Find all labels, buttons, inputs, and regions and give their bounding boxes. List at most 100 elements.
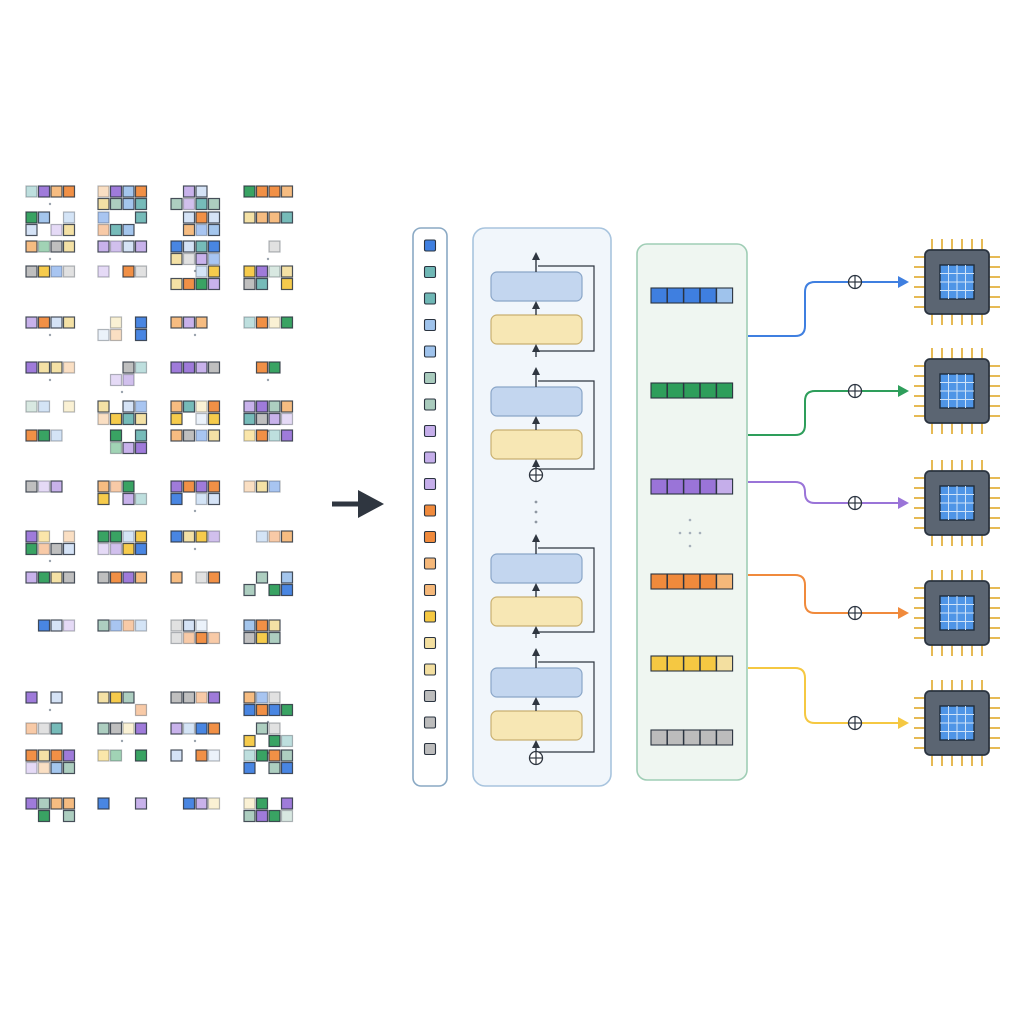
grid-cell bbox=[97, 749, 110, 762]
grid-cell bbox=[37, 211, 51, 224]
output-head bbox=[748, 570, 1000, 656]
grid-cell bbox=[122, 571, 135, 584]
grid-cell bbox=[195, 185, 208, 198]
grid-cell bbox=[25, 240, 38, 253]
output-head bbox=[748, 667, 1000, 766]
embedding-row bbox=[650, 655, 734, 672]
grid-cell bbox=[243, 619, 256, 632]
grid-cell bbox=[97, 265, 110, 278]
grid-cell bbox=[50, 749, 63, 762]
embedding-cell bbox=[699, 478, 717, 495]
grid-cell bbox=[134, 492, 148, 506]
grid-cell bbox=[37, 619, 51, 632]
grid-cell bbox=[170, 412, 183, 426]
grid-cell bbox=[37, 429, 51, 442]
embedding-cell bbox=[666, 729, 684, 746]
grid-cell bbox=[122, 223, 135, 237]
grid-cell bbox=[268, 429, 281, 442]
grid-cell bbox=[25, 361, 38, 374]
grid-cell bbox=[109, 429, 123, 442]
chip-icon bbox=[914, 680, 1000, 766]
ellipsis-dot bbox=[534, 500, 538, 504]
grid-cell bbox=[207, 631, 221, 645]
output-head bbox=[748, 239, 1000, 337]
grid-cell bbox=[207, 211, 221, 224]
grid-cell bbox=[50, 571, 63, 584]
grid-cell bbox=[207, 265, 221, 278]
grid-cell bbox=[109, 197, 123, 211]
grid-cell bbox=[25, 223, 38, 237]
grid-cell bbox=[182, 277, 196, 291]
chip-icon bbox=[914, 570, 1000, 656]
embedding-cell bbox=[699, 573, 717, 590]
grid-cell bbox=[50, 619, 63, 632]
grid-cell bbox=[170, 530, 183, 543]
token-embedding-column bbox=[412, 227, 448, 787]
grid-cell bbox=[50, 265, 63, 278]
grid-cell bbox=[25, 722, 38, 735]
grid-cell bbox=[207, 277, 221, 291]
grid-cell bbox=[134, 412, 148, 426]
grid-cell bbox=[182, 252, 196, 266]
grid-cell bbox=[37, 571, 51, 584]
grid-cell bbox=[37, 240, 51, 253]
grid-cell bbox=[280, 749, 294, 762]
grid-cell bbox=[280, 400, 294, 413]
grid-cell bbox=[62, 223, 76, 237]
head-connector bbox=[748, 574, 902, 614]
grid-cell bbox=[182, 361, 196, 374]
grid-cell bbox=[207, 480, 221, 493]
grid-cell bbox=[62, 400, 76, 413]
embedding-cell bbox=[683, 287, 701, 304]
grid-cell bbox=[134, 797, 148, 810]
grid-cell bbox=[195, 197, 208, 211]
grid-cell bbox=[195, 316, 208, 329]
grid-cell bbox=[268, 583, 281, 597]
grid-cell bbox=[62, 211, 76, 224]
grid-cell bbox=[255, 400, 269, 413]
grid-cell bbox=[182, 400, 196, 413]
grid-dot bbox=[266, 378, 270, 382]
grid-cell bbox=[25, 542, 38, 556]
grid-dot bbox=[193, 547, 197, 551]
residual-connection bbox=[536, 547, 595, 633]
grid-cell bbox=[280, 185, 294, 198]
grid-cell bbox=[268, 185, 281, 198]
grid-cell bbox=[255, 185, 269, 198]
grid-cell bbox=[122, 492, 135, 506]
grid-dot bbox=[48, 559, 52, 563]
grid-cell bbox=[37, 809, 51, 823]
grid-cell bbox=[25, 691, 38, 704]
grid-cell bbox=[268, 480, 281, 493]
grid-cell bbox=[243, 412, 256, 426]
grid-cell bbox=[268, 691, 281, 704]
grid-cell bbox=[37, 749, 51, 762]
grid-cell bbox=[62, 619, 76, 632]
embedding-cell bbox=[716, 382, 734, 399]
grid-cell bbox=[255, 429, 269, 442]
grid-cell bbox=[37, 361, 51, 374]
embedding-cell bbox=[683, 729, 701, 746]
token-cell bbox=[423, 345, 437, 358]
token-cell bbox=[423, 663, 437, 676]
input-sequence-grid bbox=[25, 185, 294, 823]
embedding-row bbox=[650, 287, 734, 304]
head-connector bbox=[748, 481, 902, 504]
embedding-cell bbox=[650, 382, 668, 399]
grid-cell bbox=[207, 252, 221, 266]
arrowhead-icon bbox=[898, 385, 909, 397]
residual-connection bbox=[536, 380, 595, 470]
grid-cell bbox=[25, 571, 38, 584]
grid-cell bbox=[268, 619, 281, 632]
grid-cell bbox=[195, 480, 208, 493]
grid-cell bbox=[195, 619, 208, 632]
grid-cell bbox=[243, 480, 256, 493]
token-cell bbox=[423, 689, 437, 703]
grid-cell bbox=[97, 542, 110, 556]
grid-cell bbox=[37, 400, 51, 413]
embedding-cell bbox=[699, 382, 717, 399]
grid-cell bbox=[243, 631, 256, 645]
grid-cell bbox=[122, 373, 135, 387]
chip-icon bbox=[914, 460, 1000, 546]
grid-dot bbox=[48, 202, 52, 206]
